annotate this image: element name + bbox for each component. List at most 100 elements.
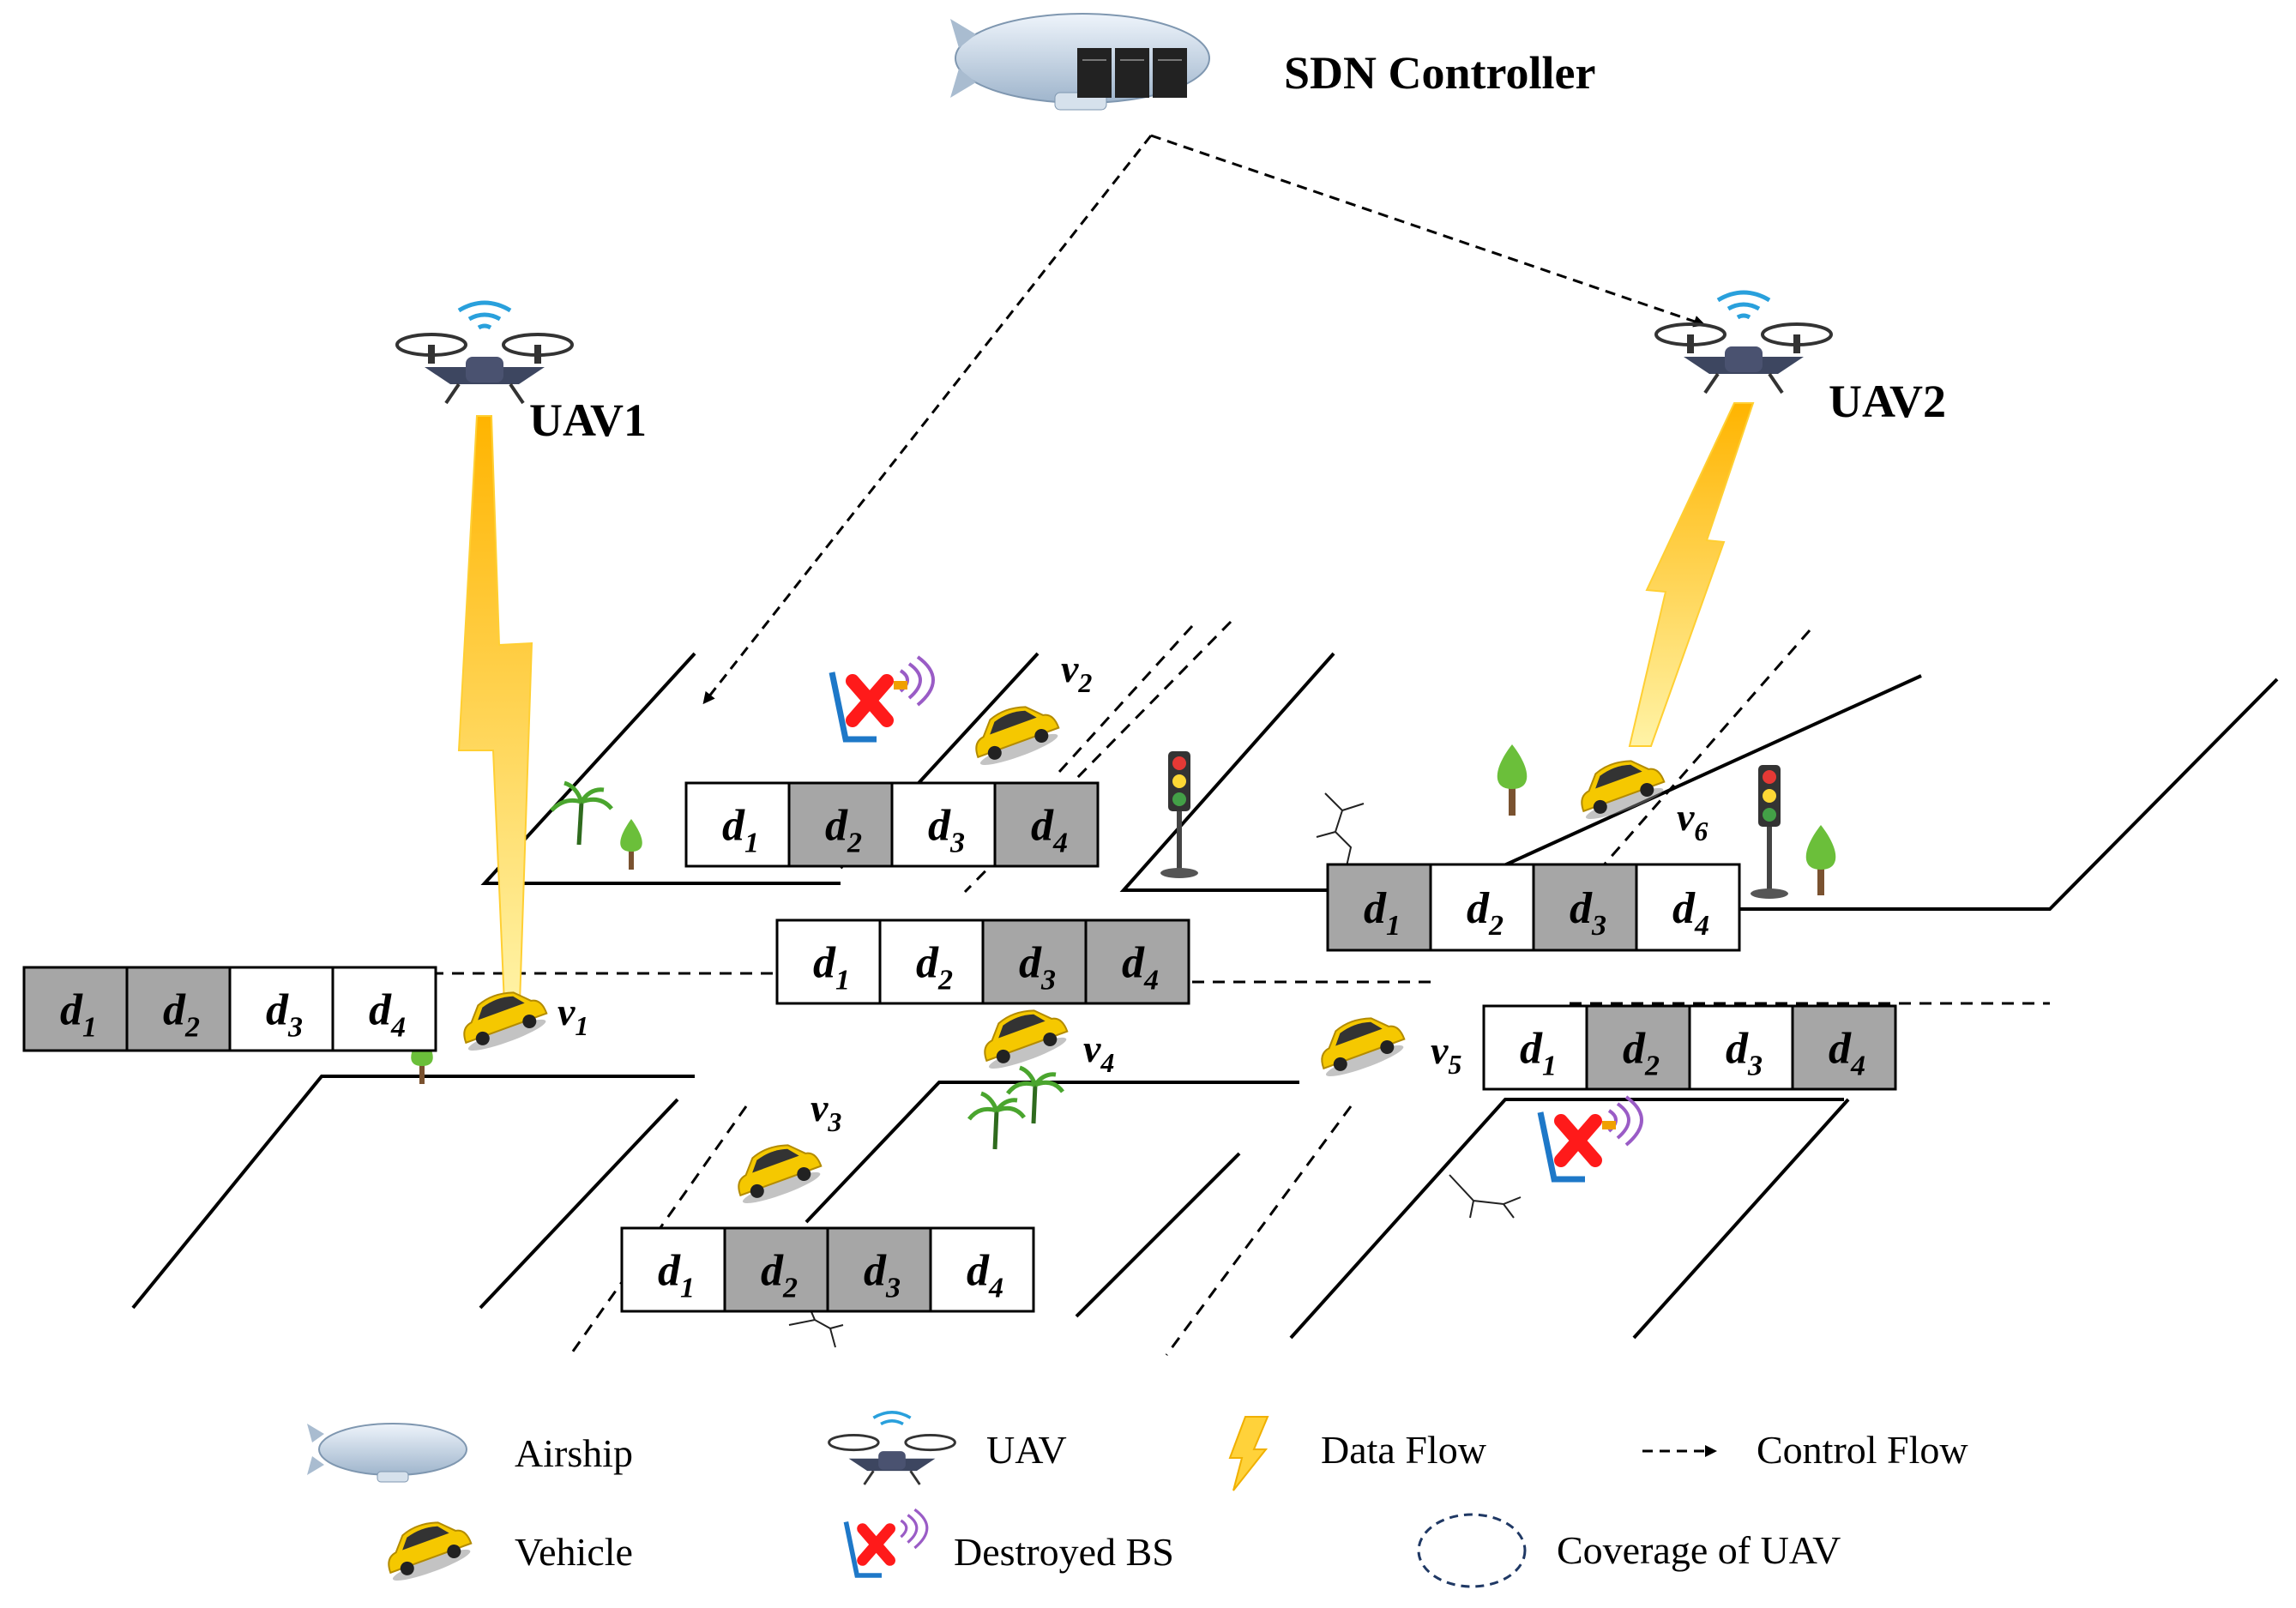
- legend-control-flow-label: Control Flow: [1757, 1428, 1968, 1472]
- control-flow-arrows: [702, 134, 1706, 705]
- uav2-label: UAV2: [1829, 376, 1946, 427]
- roads: [131, 652, 2279, 1340]
- airship-icon: [950, 13, 1210, 111]
- cell-label-subscript: 4: [1850, 1051, 1865, 1082]
- data-cell: d1: [684, 781, 791, 868]
- vehicle-3-icon: [738, 1144, 823, 1203]
- cell-label: d3: [864, 1247, 901, 1304]
- legend-destroyed-bs-label: Destroyed BS: [954, 1530, 1174, 1574]
- cell-label-subscript: 1: [82, 1012, 97, 1044]
- cell-label-subscript: 3: [1747, 1051, 1763, 1082]
- vehicle-6-icon: [1581, 760, 1666, 819]
- uav1-label: UAV1: [529, 394, 647, 446]
- vehicle-label-subscript: 3: [827, 1106, 841, 1137]
- data-cell: d4: [1791, 1004, 1897, 1091]
- cell-label-subscript: 2: [782, 1273, 798, 1304]
- tree-icon: [620, 819, 642, 870]
- tree-icon: [1497, 744, 1528, 816]
- cell-label-subscript: 2: [184, 1012, 200, 1044]
- vehicle-label-subscript: 5: [1448, 1049, 1461, 1080]
- legend-uav-label: UAV: [986, 1428, 1067, 1472]
- vehicle-4-icon: [984, 1009, 1069, 1069]
- cell-label-subscript: 1: [835, 965, 850, 997]
- cell-label-subscript: 4: [1694, 910, 1709, 942]
- legend-coverage-label: Coverage of UAV: [1557, 1528, 1841, 1572]
- cell-label-subscript: 2: [847, 828, 862, 859]
- vehicle-2-icon: [975, 706, 1060, 765]
- data-cell: d2: [1429, 863, 1535, 952]
- cell-label-subscript: 4: [1143, 965, 1159, 997]
- cell-label-subscript: 1: [1542, 1051, 1557, 1082]
- legend-vehicle-icon: [388, 1521, 473, 1581]
- cell-label-subscript: 1: [680, 1273, 695, 1304]
- uav2-drone-icon: [1654, 290, 1833, 394]
- vehicle-1-label: v1: [557, 990, 588, 1041]
- uav1-drone-icon: [395, 300, 574, 405]
- cell-label-subscript: 3: [885, 1273, 901, 1304]
- legend-uav-icon: [828, 1410, 956, 1485]
- data-cell: d2: [1585, 1004, 1691, 1091]
- legend-data-flow-icon: [1228, 1416, 1269, 1491]
- vehicle-4-label: v4: [1083, 1027, 1114, 1078]
- vehicle-label-subscript: 2: [1077, 667, 1092, 698]
- vehicle-label-subscript: 6: [1694, 816, 1708, 846]
- data-cell: d1: [1482, 1004, 1588, 1091]
- cell-label: d1: [813, 939, 850, 997]
- vehicle-label-subscript: 4: [1100, 1047, 1114, 1078]
- destroyed-bs-icon: [1537, 1095, 1643, 1183]
- data-cell: d4: [1084, 918, 1190, 1005]
- data-cell: d3: [981, 918, 1088, 1005]
- traffic-light-icon: [1160, 751, 1198, 878]
- data-cell: d2: [878, 918, 985, 1005]
- legend-vehicle-car: [388, 1521, 473, 1581]
- legend-coverage-icon: [1417, 1513, 1527, 1588]
- legend-data-flow-label: Data Flow: [1321, 1428, 1487, 1472]
- uav1-data-flow: [457, 415, 533, 1004]
- cell-label-subscript: 3: [949, 828, 965, 859]
- data-cell: d4: [929, 1226, 1035, 1313]
- cell-label: d2: [1467, 884, 1504, 942]
- vehicle-5-label: v5: [1431, 1028, 1461, 1080]
- vehicle-5-icon: [1321, 1017, 1406, 1076]
- data-cell: d3: [228, 966, 334, 1052]
- data-cell: d4: [993, 781, 1100, 868]
- vehicle-3-label: v3: [811, 1086, 841, 1137]
- cell-label-subscript: 3: [1591, 910, 1606, 942]
- palm-tree-icon: [550, 780, 613, 846]
- data-cell: d2: [125, 966, 232, 1052]
- destroyed-bs-icon: [829, 655, 935, 743]
- data-cell: d3: [890, 781, 997, 868]
- data-cell: d1: [775, 918, 882, 1005]
- palm-tree-icon: [967, 1065, 1064, 1150]
- legend-airship-icon: [307, 1423, 467, 1483]
- data-cell: d3: [826, 1226, 932, 1313]
- data-cell: d2: [723, 1226, 829, 1313]
- data-cell: d3: [1688, 1004, 1794, 1091]
- uav1-coverage-area: [291, 634, 1196, 1191]
- trees: [411, 744, 1836, 1150]
- data-cell: d1: [22, 966, 129, 1052]
- legend-vehicle-label: Vehicle: [515, 1530, 633, 1574]
- cell-label-subscript: 4: [1052, 828, 1068, 859]
- data-cell: d4: [1635, 863, 1741, 952]
- uav-coverage: [291, 634, 2296, 1282]
- cell-label-subscript: 2: [937, 965, 953, 997]
- data-cell: d1: [1326, 863, 1432, 952]
- vehicle-2-label: v2: [1061, 647, 1092, 698]
- cell-label-subscript: 1: [744, 828, 759, 859]
- legend-airship-label: Airship: [515, 1431, 633, 1475]
- data-cell: d1: [620, 1226, 726, 1313]
- sdn-controller-label: SDN Controller: [1284, 47, 1595, 99]
- cell-label-subscript: 2: [1644, 1051, 1660, 1082]
- vehicle-6-label: v6: [1677, 795, 1708, 846]
- cell-label-subscript: 3: [287, 1012, 303, 1044]
- legend-destroyed-bs-icon: [843, 1508, 929, 1578]
